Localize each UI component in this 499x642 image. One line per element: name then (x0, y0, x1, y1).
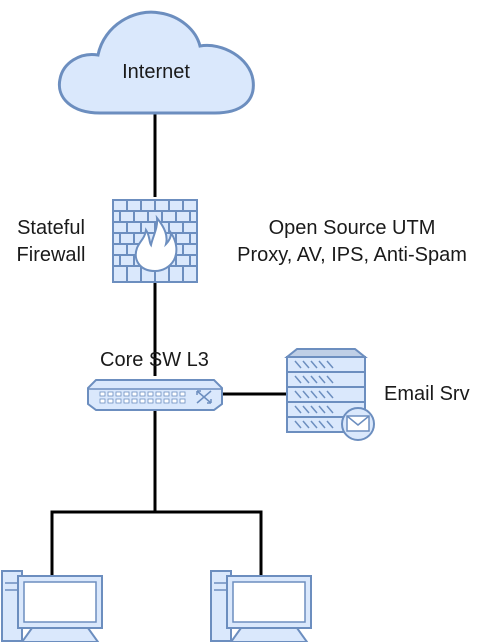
cloud-label: Internet (122, 61, 190, 83)
firewall-label-line1: Stateful (17, 217, 85, 239)
cloud-icon (57, 10, 255, 115)
firewall-icon (112, 199, 198, 283)
server-icon (284, 348, 375, 441)
mail-badge-icon (341, 407, 375, 441)
switch-arrows-icon (196, 390, 212, 404)
firewall-label-line2: Firewall (16, 244, 86, 266)
connectors (50, 110, 286, 575)
utm-label-line2: Proxy, AV, IPS, Anti-Spam (237, 244, 467, 266)
server-label: Email Srv (384, 383, 470, 405)
flame-icon (134, 214, 178, 273)
link-branch-workstations (50, 510, 263, 575)
workstation-left-icon (1, 570, 103, 642)
switch-label: Core SW L3 (100, 349, 209, 371)
utm-label-line1: Open Source UTM (268, 217, 436, 239)
workstation-right-icon (210, 570, 312, 642)
switch-icon (87, 379, 223, 411)
